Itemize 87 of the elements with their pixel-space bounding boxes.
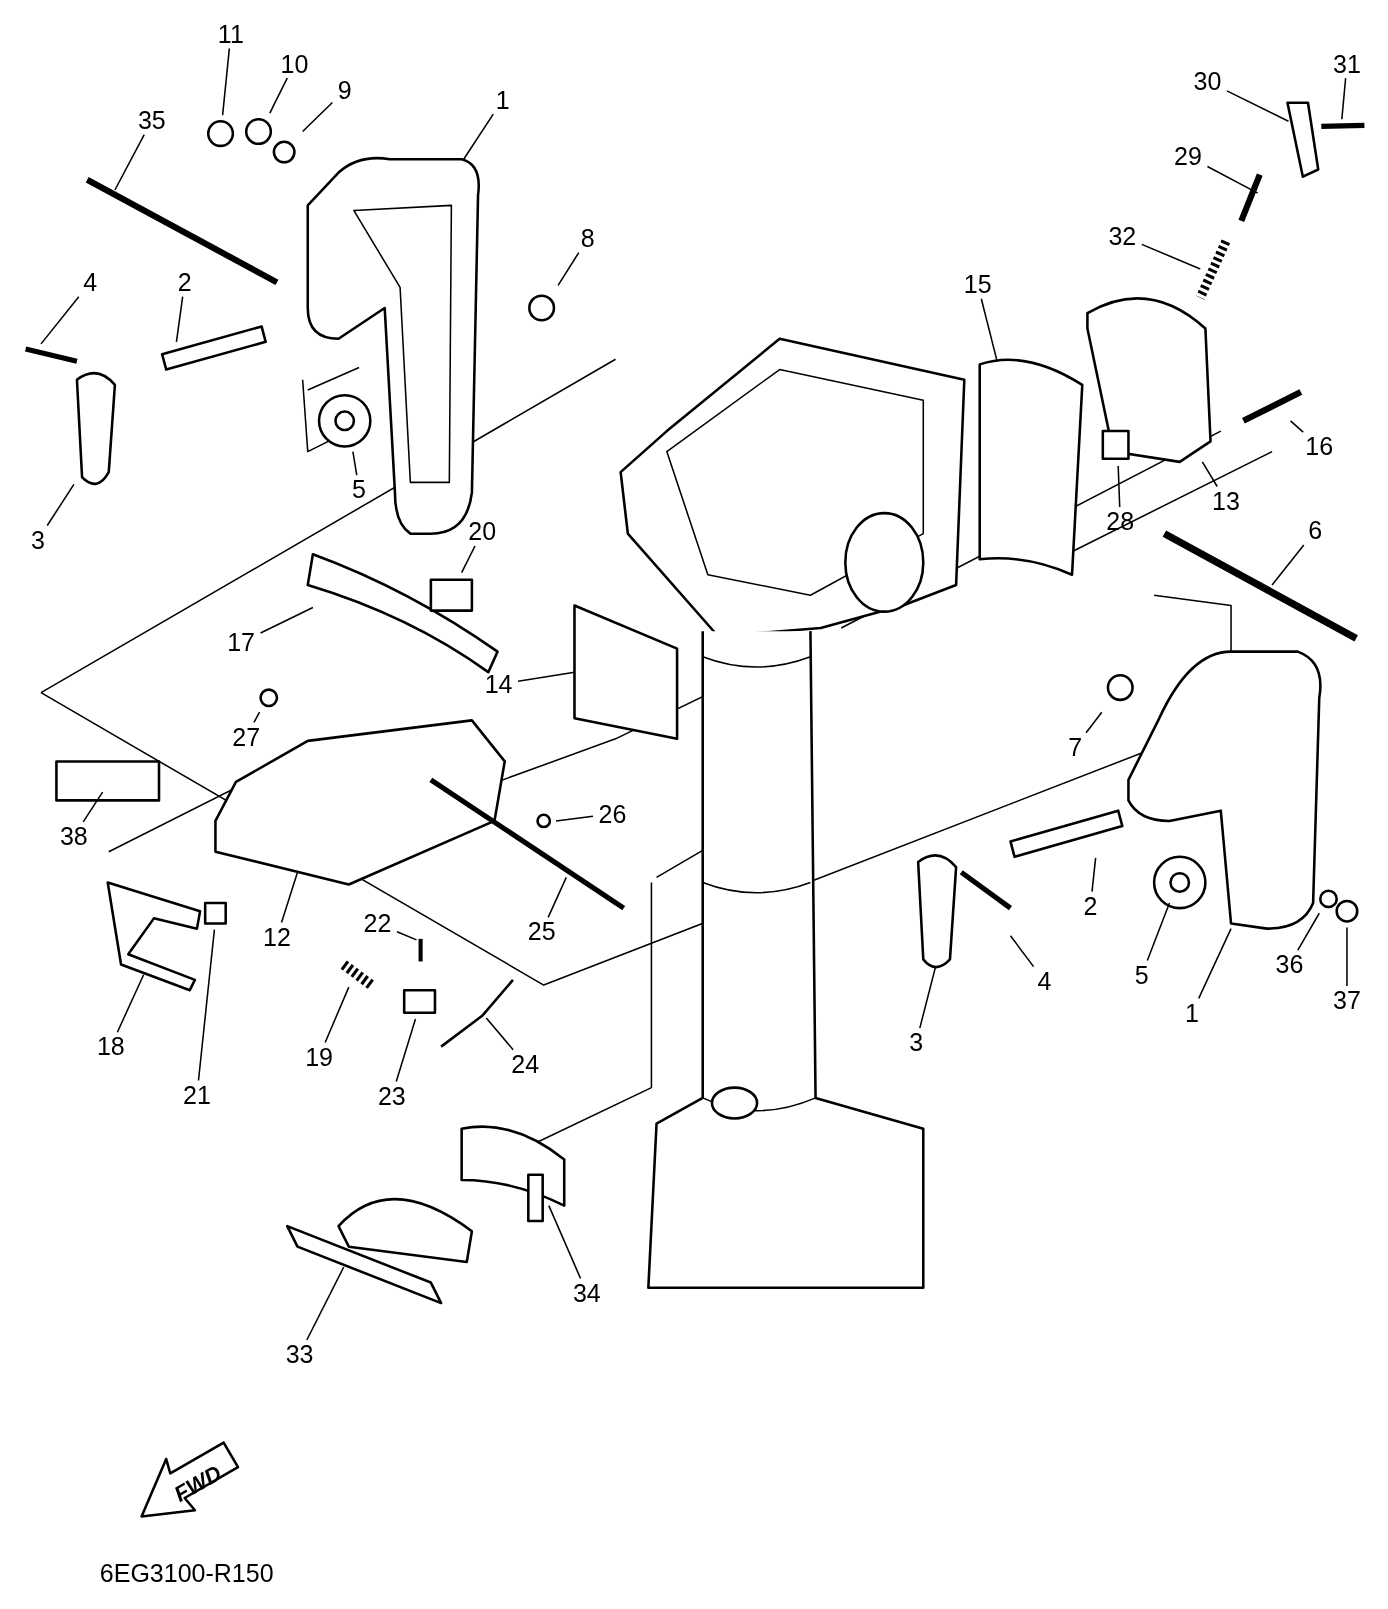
callout-number: 24 [511,1050,540,1077]
callout-number: 21 [183,1081,211,1108]
leader-line [396,930,418,941]
callout-number: 37 [1333,987,1361,1014]
callout-number: 36 [1275,951,1304,978]
callout-number: 11 [217,20,244,47]
leader-line [253,711,261,724]
callout-number: 30 [1193,68,1222,95]
callout-number: 9 [337,77,352,104]
leader-line [116,974,145,1033]
leader-line [324,986,350,1044]
callout-number: 19 [305,1043,333,1070]
leader-line [460,545,476,574]
callout-number: 17 [227,629,255,656]
callout-number: 6 [1308,517,1323,544]
callout-number: 20 [468,518,497,545]
leader-line [1271,544,1305,586]
callout-number: 7 [1068,733,1083,760]
callout-number: 28 [1106,508,1135,535]
callout-number: 14 [484,671,513,698]
leader-line [547,876,568,919]
callout-number: 23 [377,1082,406,1109]
leader-line [114,133,145,191]
callout-number: 5 [1134,961,1149,988]
callout-number: 27 [232,723,261,750]
leader-line [557,251,580,287]
leader-line [1197,927,1232,1000]
callout-number: 35 [137,107,166,133]
leader-line [1085,711,1103,734]
leader-line [1346,926,1348,987]
leader-line [259,606,314,634]
leader-line [1201,461,1218,488]
leader-line [280,871,299,924]
leader-line [269,77,288,114]
callout-number: 34 [572,1279,601,1306]
leader-line [462,113,495,160]
callout-number: 3 [31,526,45,553]
callout-number: 4 [83,269,98,296]
leader-line [485,1017,514,1051]
callout-number: 13 [1212,487,1240,514]
callout-number: 2 [1083,892,1098,919]
leader-line [301,101,334,133]
leader-line [1297,912,1321,951]
callout-number: 12 [263,923,291,950]
leader-line [1117,465,1121,508]
callout-number: 22 [363,910,392,937]
leader-line [919,965,937,1029]
leader-line [46,483,75,527]
callout-number: 31 [1333,50,1361,77]
callout-number: 29 [1174,142,1202,169]
callout-number: 5 [352,476,366,503]
leader-line [1226,90,1290,123]
leader-line [306,1266,345,1341]
leader-line [1009,935,1035,968]
leader-line [1289,420,1304,433]
callout-number: 15 [963,271,992,298]
leader-line [517,671,576,683]
leader-line [352,450,358,476]
leader-line [395,1018,417,1083]
callout-number: 26 [598,800,627,827]
callout-number: 18 [96,1033,125,1060]
leader-line [1091,857,1097,893]
leader-line [548,1204,582,1280]
callout-number: 16 [1305,433,1334,460]
callout-number: 33 [285,1341,314,1368]
leader-line [175,295,184,343]
leader-line [1206,165,1259,194]
callout-number: 1 [495,86,510,113]
callout-number: 4 [1037,967,1052,994]
leader-line [1141,243,1202,270]
leader-line [1146,902,1171,962]
callout-number: 38 [59,823,88,850]
callout-number: 25 [527,918,556,945]
callout-number: 3 [909,1029,924,1056]
leader-line [40,295,80,345]
callout-number: 2 [177,269,192,296]
leader-line [980,298,998,363]
leader-line [82,791,104,823]
diagram-code: 6EG3100-R150 [99,1558,274,1588]
leader-line [555,815,594,822]
callout-number: 32 [1108,222,1137,249]
callout-number: 8 [580,225,595,251]
callout-number: 10 [280,50,309,77]
leader-line [221,47,231,116]
leader-line [197,928,216,1082]
callout-number: 1 [1185,999,1199,1026]
leader-line [1341,77,1347,120]
